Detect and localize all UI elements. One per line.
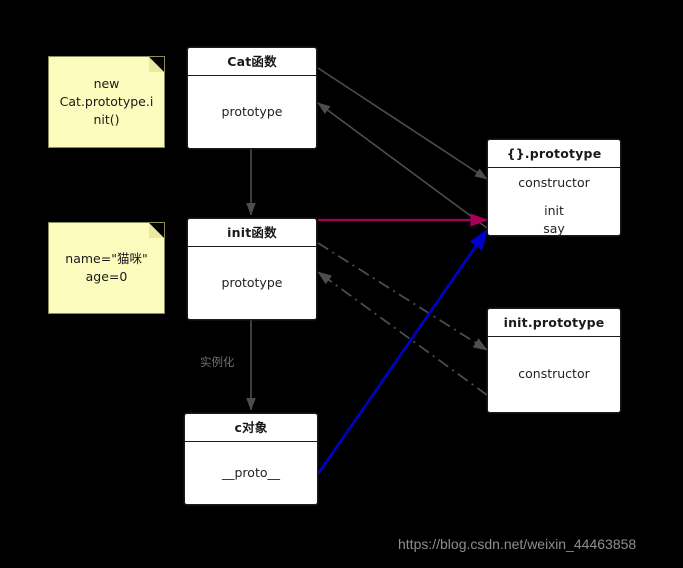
box-title: init.prototype — [488, 309, 620, 337]
edge-obj-prototype-to-cat — [317, 102, 488, 229]
box-body: prototype — [188, 247, 316, 319]
box-c-object[interactable]: c对象 __proto__ — [184, 413, 318, 505]
box-body: constructor — [488, 337, 620, 412]
box-member: constructor — [518, 175, 590, 190]
edge-init-prototype-to-init — [317, 271, 488, 396]
box-init-prototype[interactable]: init.prototype constructor — [487, 308, 621, 413]
edge-cat-to-obj-prototype — [317, 67, 488, 180]
box-member: prototype — [221, 274, 283, 290]
box-title: {}.prototype — [488, 140, 620, 168]
box-title: init函数 — [188, 219, 316, 247]
note-fold-icon — [149, 57, 164, 72]
box-init-function[interactable]: init函数 prototype — [187, 218, 317, 320]
note-name-age: name="猫咪" age=0 — [48, 222, 165, 314]
box-title: Cat函数 — [188, 48, 316, 76]
box-member: init — [544, 203, 564, 219]
box-body: prototype — [188, 76, 316, 148]
box-body: constructor init say — [488, 168, 620, 242]
note-text: new Cat.prototype.i nit() — [59, 75, 154, 128]
note-new-cat-prototype-init: new Cat.prototype.i nit() — [48, 56, 165, 148]
box-member: prototype — [221, 103, 283, 119]
box-member: constructor — [518, 366, 590, 382]
box-member: __proto__ — [222, 464, 280, 480]
box-member: say — [543, 221, 565, 237]
watermark-url: https://blog.csdn.net/weixin_44463858 — [398, 536, 637, 552]
box-obj-prototype[interactable]: {}.prototype constructor init say — [487, 139, 621, 236]
box-title: c对象 — [185, 414, 317, 442]
note-text: name="猫咪" age=0 — [65, 250, 148, 284]
note-fold-icon — [149, 223, 164, 238]
edge-init-to-init-prototype — [317, 242, 488, 351]
edge-c-object-to-obj-prototype — [316, 228, 489, 475]
edge-label-instantiate: 实例化 — [200, 355, 235, 369]
box-body: __proto__ — [185, 442, 317, 504]
box-cat-function[interactable]: Cat函数 prototype — [187, 47, 317, 149]
